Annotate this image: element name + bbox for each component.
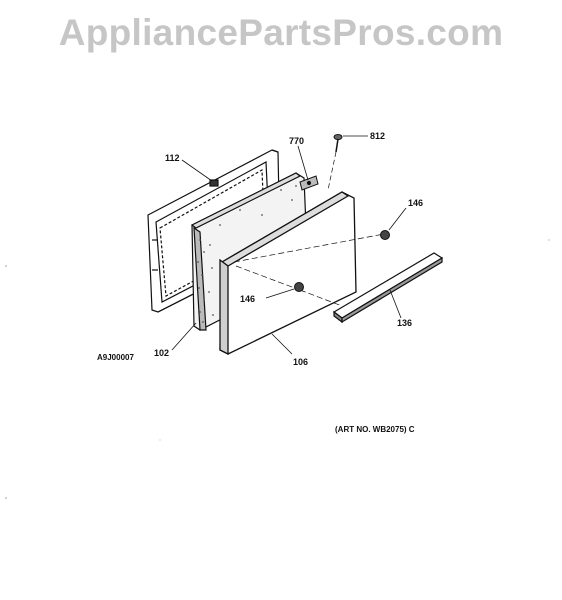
art-number: (ART NO. WB2075) C xyxy=(335,425,415,434)
callout-146-right: 146 xyxy=(408,198,424,208)
outer-door-panel xyxy=(219,191,357,356)
door-handle-trim xyxy=(332,252,444,324)
callout-146-left: 146 xyxy=(240,294,256,304)
callout-102: 102 xyxy=(154,348,170,358)
bumper-left xyxy=(294,282,304,292)
callout-106: 106 xyxy=(293,357,309,367)
callout-136: 136 xyxy=(397,318,413,328)
hinge-bracket xyxy=(299,175,319,191)
bumper-right xyxy=(380,230,390,240)
callout-812: 812 xyxy=(370,131,386,141)
diagram-code: A9J00007 xyxy=(97,353,134,362)
callout-112: 112 xyxy=(165,153,180,163)
watermark-logo: AppliancePartsPros.com xyxy=(58,12,504,53)
screw xyxy=(333,134,343,153)
callout-770: 770 xyxy=(289,136,305,146)
